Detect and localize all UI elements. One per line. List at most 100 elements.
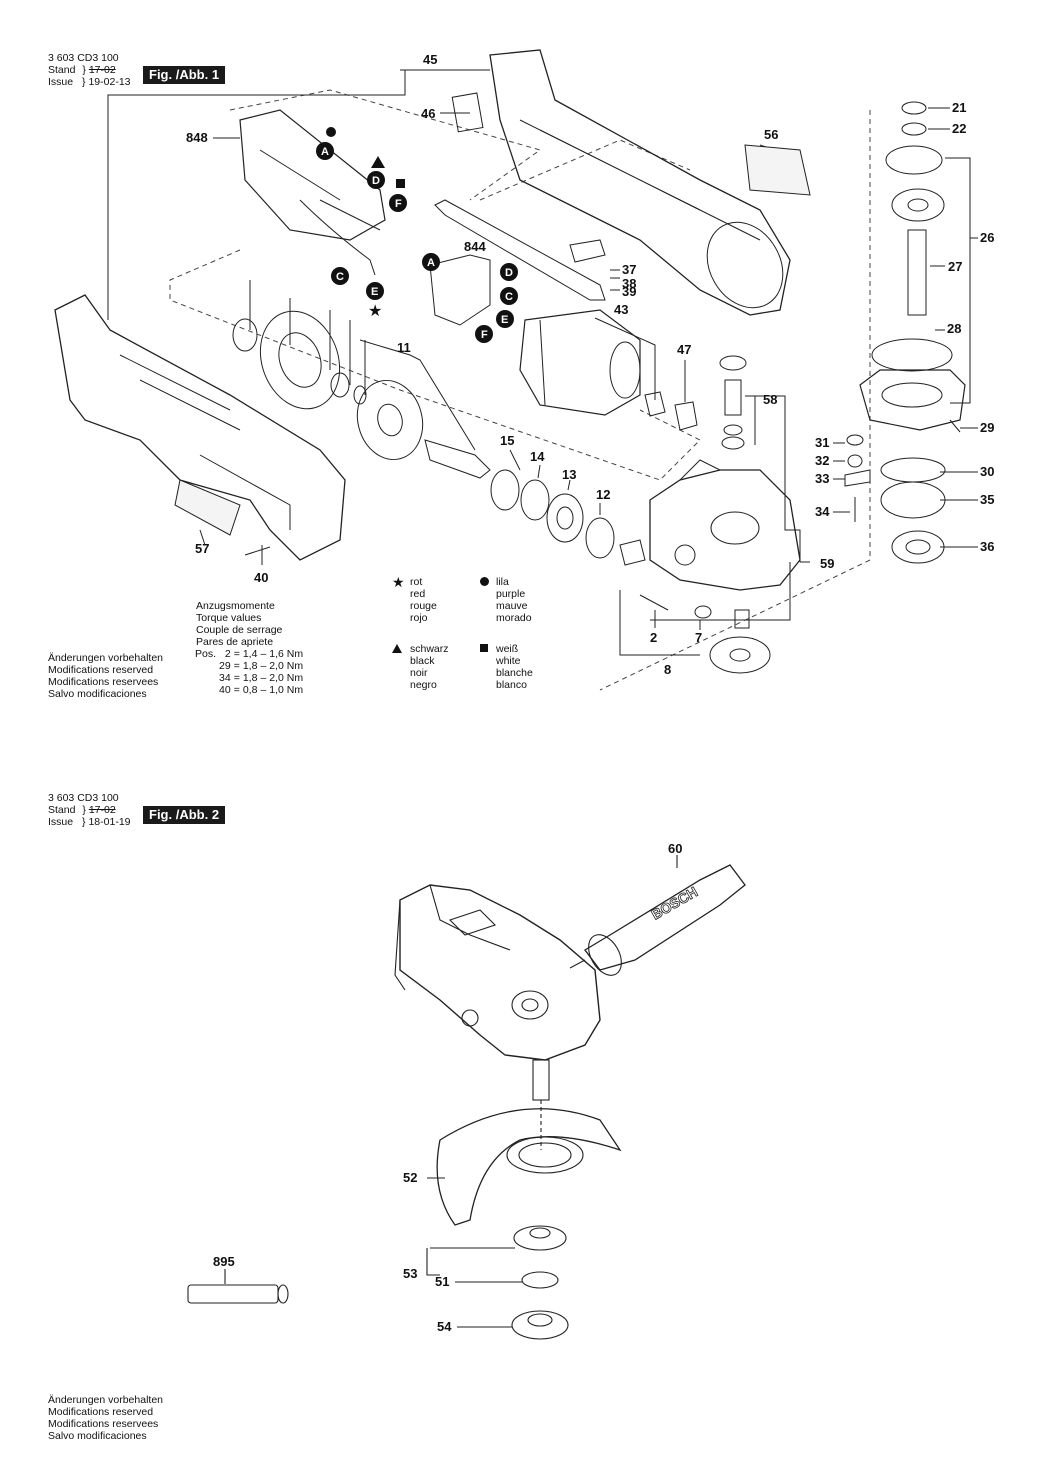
modifications-line-1: Änderungen vorbehalten [48, 1394, 164, 1406]
legend-star-en: red [410, 588, 426, 600]
part-52: 52 [403, 1170, 417, 1185]
legend-triangle-es: negro [410, 679, 437, 691]
part-47: 47 [677, 342, 691, 357]
legend-circle-de: lila [496, 576, 509, 588]
part-38: 38 [622, 276, 636, 291]
svg-text:F: F [395, 198, 402, 210]
part-43: 43 [614, 302, 628, 317]
part-57: 57 [195, 541, 209, 556]
fig1-issue-label: Issue [48, 76, 74, 88]
square-symbol-icon [396, 179, 405, 188]
svg-text:D: D [505, 267, 513, 279]
svg-text:A: A [321, 146, 329, 158]
torque-row: 34 = 1,8 – 2,0 Nm [195, 672, 306, 684]
part-60: 60 [668, 841, 682, 856]
torque-max: 1,6 Nm [269, 648, 304, 660]
part-7: 7 [695, 630, 702, 645]
part-848: 848 [186, 130, 208, 145]
legend-triangle-de: schwarz [410, 643, 449, 655]
part-26: 26 [980, 230, 994, 245]
legend-square-en: white [496, 655, 521, 667]
part-22: 22 [952, 121, 966, 136]
part-46: 46 [421, 106, 435, 121]
legend-circle: lila purple mauve morado [480, 576, 532, 624]
part-36: 36 [980, 539, 994, 554]
part-13: 13 [562, 467, 576, 482]
torque-min: 0,8 [242, 684, 258, 696]
torque-max: 1,0 Nm [269, 684, 304, 696]
modifications-line-4: Salvo modificaciones [48, 1430, 147, 1442]
fig2-stand-issue: Stand } 17-02 Issue } 18-01-19 [48, 804, 131, 828]
part-28: 28 [947, 321, 961, 336]
fig2-issue-label: Issue [48, 816, 74, 828]
svg-text:E: E [501, 314, 508, 326]
part-45: 45 [423, 52, 437, 67]
torque-eq: = [233, 648, 240, 660]
circle-icon [480, 577, 489, 586]
torque-max: 2,0 Nm [269, 660, 304, 672]
part-53: 53 [403, 1266, 417, 1281]
torque-min: 1,8 [242, 672, 258, 684]
badge-e-switch: E [496, 310, 514, 328]
torque-line-2: Torque values [196, 612, 262, 624]
fig1-label: Fig. /Abb. 1 [143, 66, 226, 84]
fig1-issue-value: 19-02-13 [88, 76, 131, 88]
part-21: 21 [952, 100, 966, 115]
square-icon [480, 644, 488, 652]
part-34: 34 [815, 504, 830, 519]
modifications-line-1: Änderungen vorbehalten [48, 652, 164, 664]
legend-star: ★ rot red rouge rojo [392, 575, 437, 624]
part-37: 37 [622, 262, 636, 277]
legend-triangle-fr: noir [410, 667, 428, 679]
part-35: 35 [980, 492, 994, 507]
torque-pos: 29 [219, 660, 231, 672]
torque-dash: – [260, 684, 267, 696]
fig2-exploded-diagram: BOSCH 60 52 53 51 54 895 [187, 841, 746, 1340]
part-8: 8 [664, 662, 671, 677]
modifications-fig2: Änderungen vorbehalten Modifications res… [48, 1394, 163, 1442]
torque-row: 40 = 0,8 – 1,0 Nm [195, 684, 306, 696]
torque-dash: – [260, 660, 267, 672]
torque-dash: – [260, 672, 267, 684]
star-symbol-icon: ★ [368, 303, 382, 320]
fig2-stand-value: 17-02 [88, 804, 116, 816]
torque-block: Anzugsmomente Torque values Couple de se… [196, 600, 282, 648]
badge-c-left: C [331, 267, 349, 285]
torque-eq: = [233, 672, 240, 684]
torque-table: Pos. 2 = 1,4 – 1,6 Nm 29 = 1,8 – 2,0 Nm … [195, 648, 306, 696]
legend-square-es: blanco [496, 679, 527, 691]
legend-star-fr: rouge [410, 600, 437, 612]
legend-circle-es: morado [496, 612, 532, 624]
badge-e-left: E [366, 282, 384, 300]
svg-text:C: C [336, 271, 344, 283]
torque-max: 2,0 Nm [269, 672, 304, 684]
legend-circle-fr: mauve [496, 600, 528, 612]
fig2-doc-number: 3 603 CD3 100 [48, 792, 119, 804]
badge-a-switch: A [422, 253, 440, 271]
fig2-issue-value: 18-01-19 [88, 816, 131, 828]
legend-square-de: weiß [496, 643, 519, 655]
part-59: 59 [820, 556, 834, 571]
torque-min: 1,4 [242, 648, 258, 660]
svg-text:C: C [505, 291, 513, 303]
part-51: 51 [435, 1274, 449, 1289]
badge-a-top: A [316, 142, 334, 160]
legend-square: weiß white blanche blanco [480, 643, 533, 691]
torque-line-3: Couple de serrage [196, 624, 283, 636]
badge-c-switch: C [500, 287, 518, 305]
bosch-logo: BOSCH [649, 883, 701, 922]
fig1-exploded-diagram: ★ A D F C E A D C E F 45 46 848 56 21 22… [54, 49, 994, 691]
part-15: 15 [500, 433, 514, 448]
torque-line-4: Pares de apriete [196, 636, 274, 648]
legend-triangle: schwarz black noir negro [392, 643, 449, 691]
svg-text:F: F [481, 329, 488, 341]
modifications-line-2: Modifications reserved [48, 1406, 154, 1418]
part-27: 27 [948, 259, 962, 274]
torque-pos: 2 [224, 648, 231, 660]
legend-star-de: rot [410, 576, 423, 588]
triangle-symbol-icon [371, 156, 385, 168]
badge-f-top: F [389, 194, 407, 212]
fig1-stand-value: 17-02 [88, 64, 116, 76]
torque-dash: – [260, 648, 267, 660]
svg-text:D: D [372, 175, 380, 187]
